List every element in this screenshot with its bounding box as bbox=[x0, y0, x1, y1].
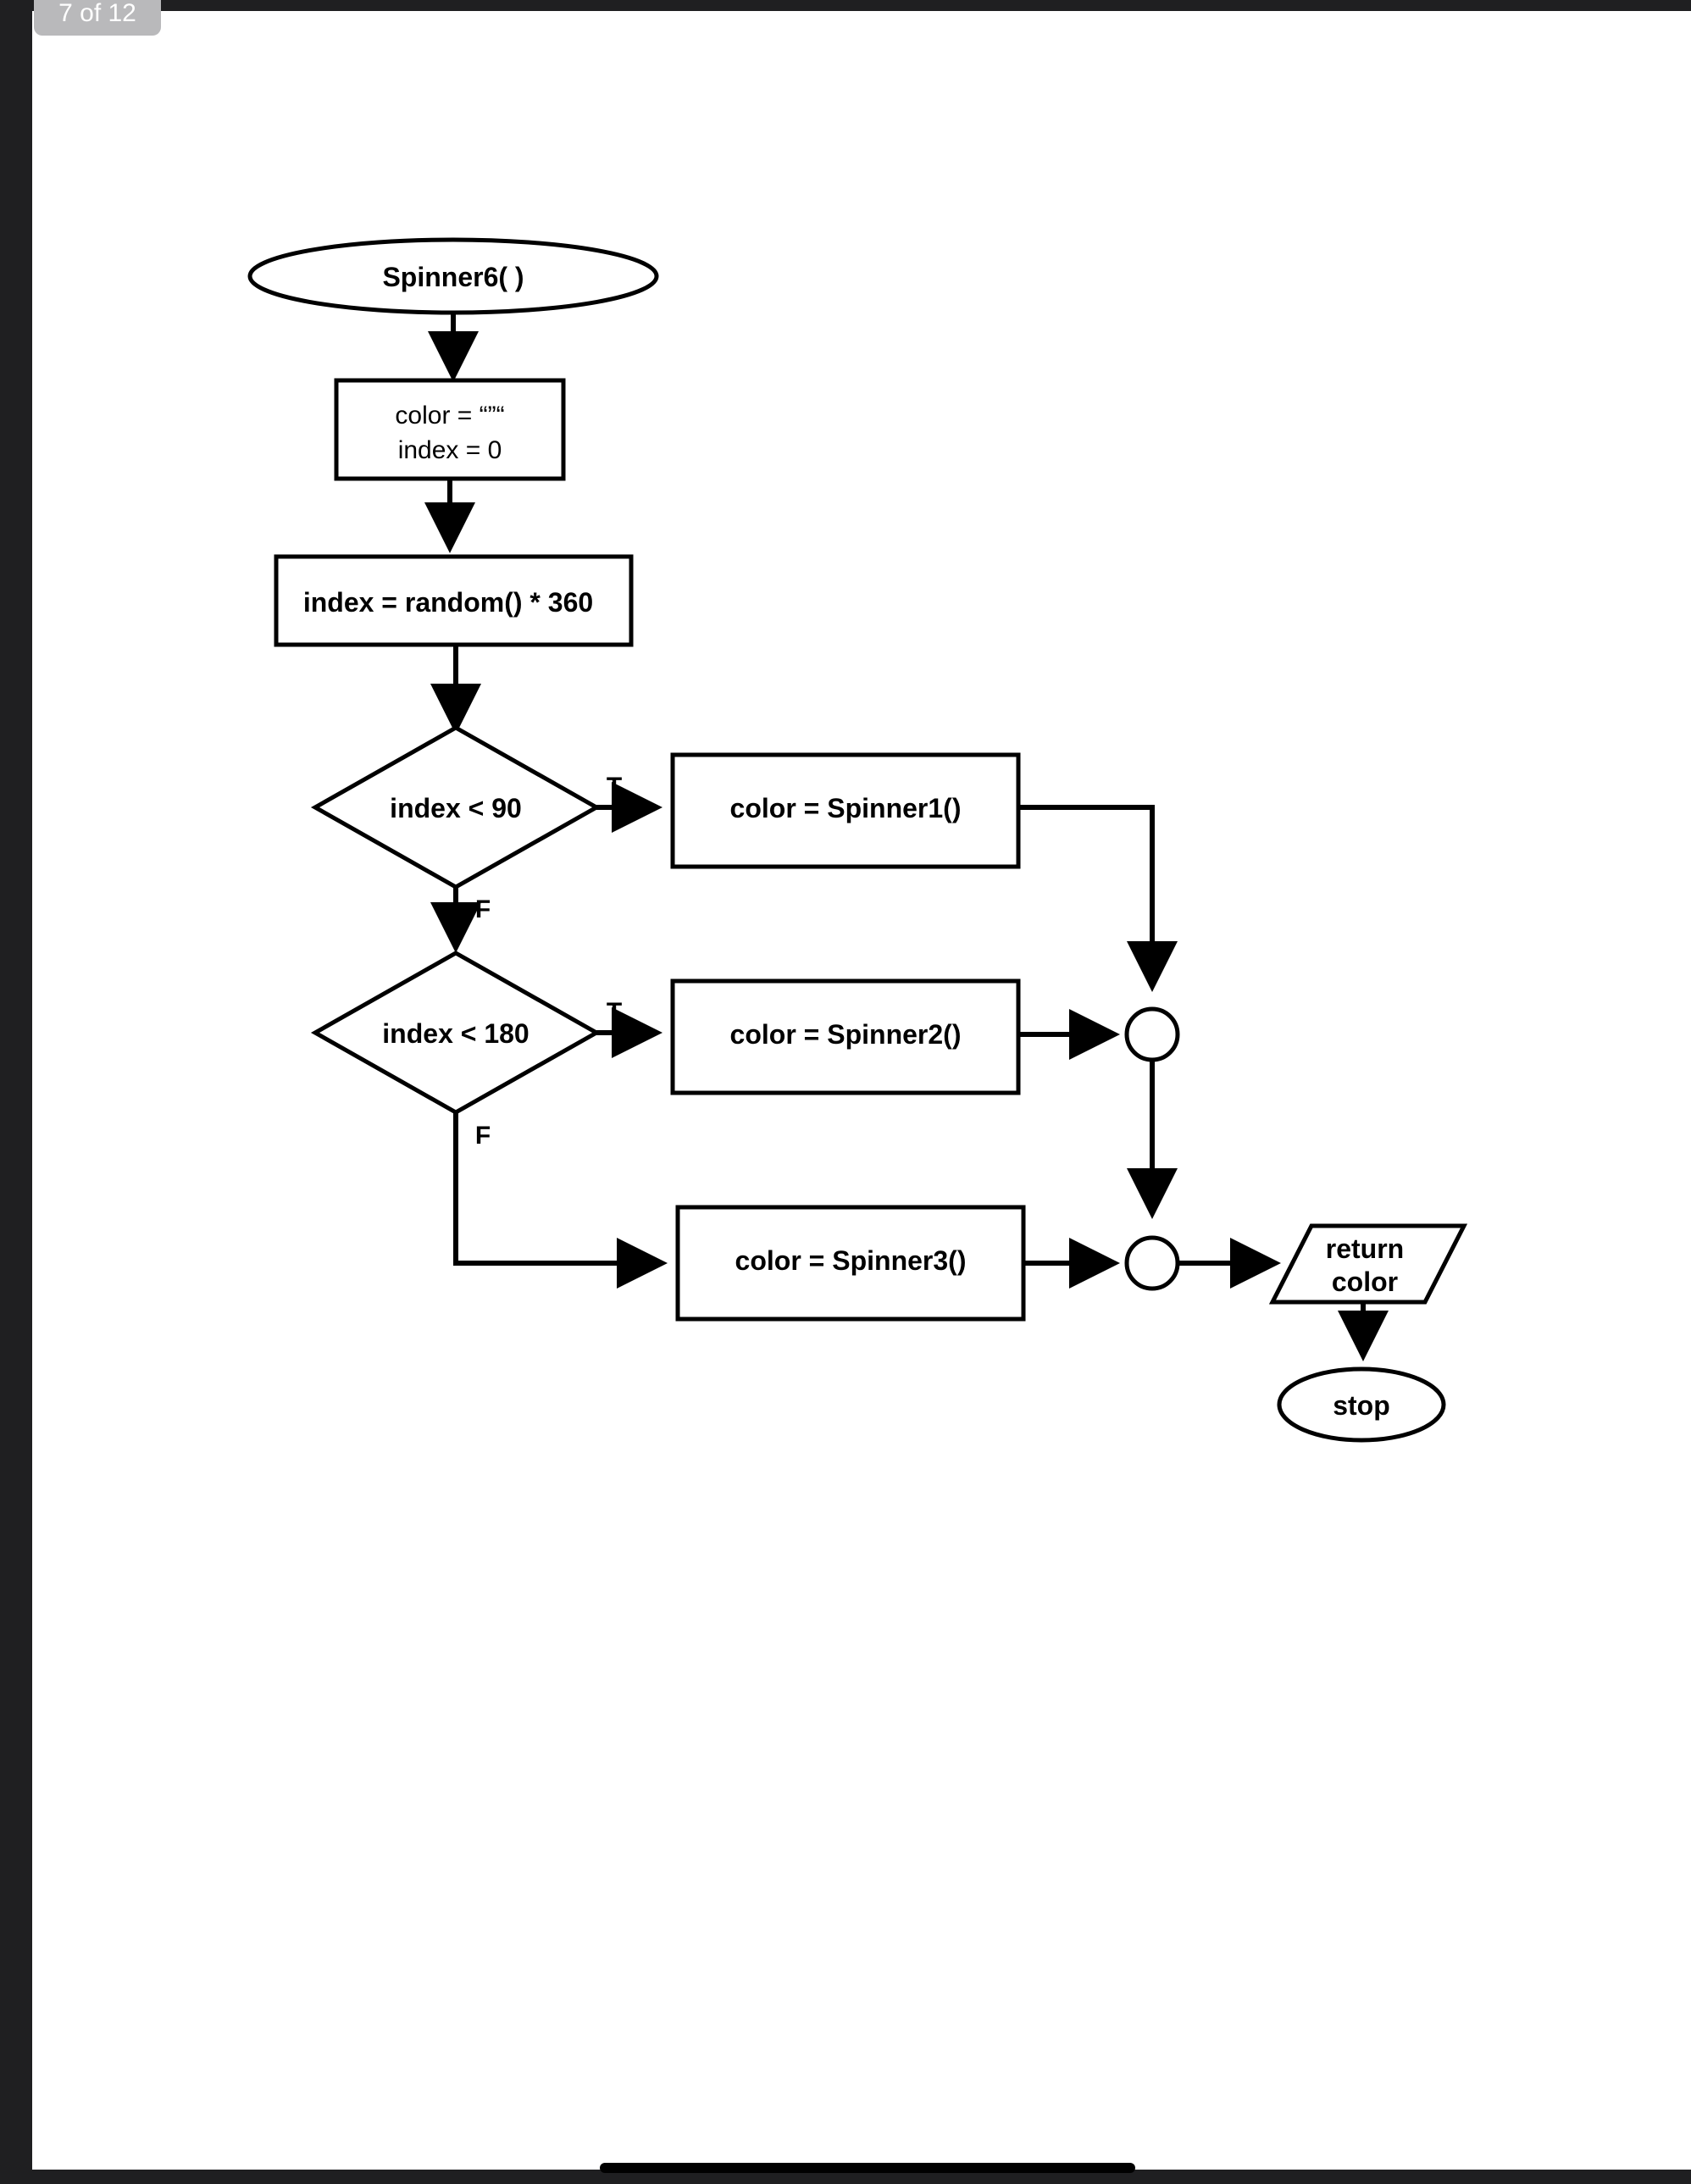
process-spinner2-box bbox=[670, 978, 1021, 1095]
process3-label: color = Spinner3() bbox=[735, 1245, 967, 1276]
false-label-2: F bbox=[475, 1122, 491, 1150]
page-indicator-label: 7 of 12 bbox=[58, 0, 136, 27]
document-page: Spinner6( ) color = “”“ index = 0 index … bbox=[32, 11, 1691, 2170]
junction-connector-2 bbox=[1124, 1235, 1180, 1291]
stop-label: stop bbox=[1333, 1390, 1390, 1421]
init-line-color: color = “”“ bbox=[395, 402, 504, 430]
process-spinner1-box bbox=[670, 752, 1021, 869]
assign-random-label: index = random() * 360 bbox=[303, 587, 593, 618]
process2-label: color = Spinner2() bbox=[730, 1019, 962, 1050]
init-line-index: index = 0 bbox=[398, 436, 502, 464]
start-label: Spinner6( ) bbox=[382, 262, 524, 292]
decision2-label: index < 180 bbox=[382, 1018, 529, 1049]
process-spinner3-box bbox=[675, 1205, 1026, 1322]
output-line-return: return bbox=[1326, 1233, 1404, 1264]
init-process-box bbox=[334, 378, 566, 481]
connector-process1-junction1 bbox=[1018, 805, 1178, 992]
true-label-2: T bbox=[607, 998, 622, 1026]
home-indicator-bar[interactable] bbox=[600, 2163, 1135, 2173]
connector-decision2-false bbox=[453, 1112, 668, 1289]
junction-connector-1 bbox=[1124, 1006, 1180, 1062]
flowchart-diagram: Spinner6( ) color = “”“ index = 0 index … bbox=[247, 237, 1468, 1443]
decision1-label: index < 90 bbox=[390, 793, 522, 823]
page-indicator[interactable]: 7 of 12 bbox=[34, 0, 161, 36]
output-return-color bbox=[1268, 1223, 1468, 1305]
process1-label: color = Spinner1() bbox=[730, 793, 962, 823]
false-label-1: F bbox=[475, 895, 491, 923]
output-line-color: color bbox=[1332, 1267, 1398, 1297]
true-label-1: T bbox=[607, 773, 622, 801]
stop-terminator bbox=[1277, 1366, 1446, 1443]
